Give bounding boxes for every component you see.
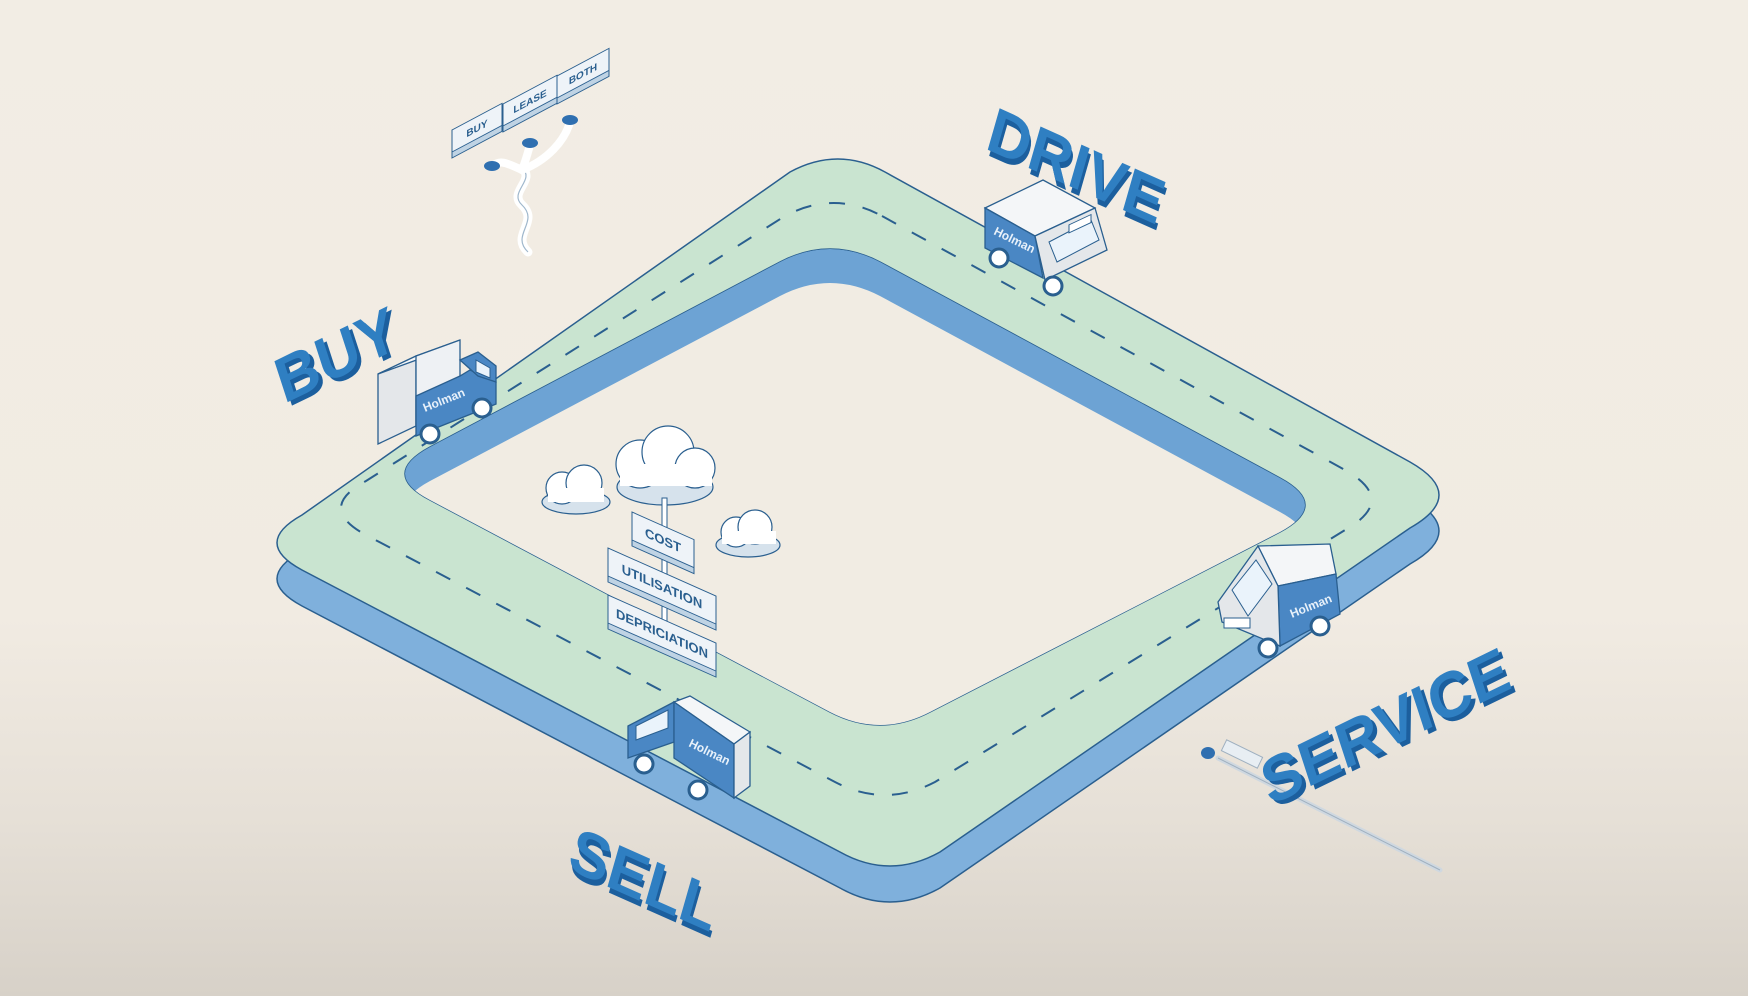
pipe-right <box>518 118 574 174</box>
sign-lease: LEASE <box>502 74 558 133</box>
service-tool <box>1201 739 1443 873</box>
factor-signpost: COST UTILISATION DEPRICIATION <box>607 497 717 678</box>
sign-buy: BUY <box>451 102 503 159</box>
van-sell: Holman <box>627 695 752 801</box>
decision-signpost: BUY LEASE BOTH <box>451 47 610 257</box>
van-drive: Holman <box>983 179 1108 297</box>
cloud-left <box>541 464 611 515</box>
sign-both: BOTH <box>556 47 610 105</box>
road-center-line <box>340 202 1373 796</box>
label-service: SERVICE SERVICE <box>1253 635 1522 823</box>
label-sell-text: SELL <box>562 815 726 946</box>
cloud-large <box>615 425 716 506</box>
sign-cost: COST <box>631 511 695 575</box>
clouds <box>541 425 781 558</box>
road-loop <box>276 158 1440 903</box>
van-service: Holman <box>1217 543 1341 659</box>
van-buy: Holman <box>377 339 497 446</box>
sign-depriciation: DEPRICIATION <box>607 594 717 678</box>
label-sell: SELL SELL <box>562 815 727 952</box>
label-service-text: SERVICE <box>1253 635 1518 820</box>
cloud-right <box>715 509 781 558</box>
